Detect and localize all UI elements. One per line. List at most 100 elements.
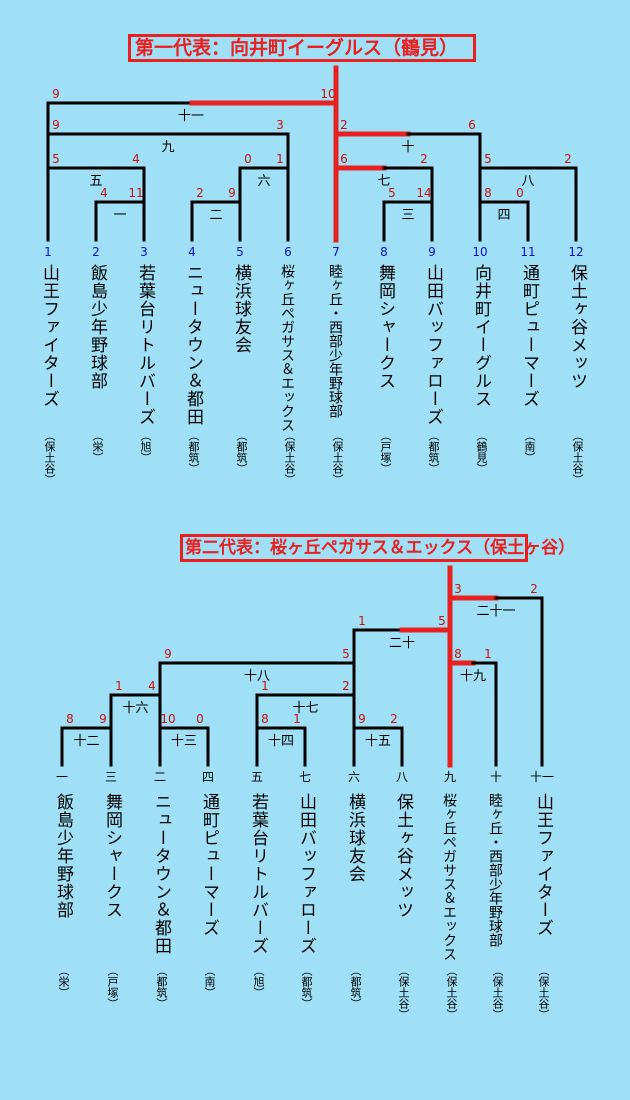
section1-match-6-label: 七	[377, 174, 390, 189]
section2-match-8-label: 二十	[389, 636, 415, 651]
section2-team-6-name: 横浜球友会	[345, 793, 365, 883]
section1-match-2-right-score: 14	[416, 186, 431, 200]
section1-match-3-left-score: 8	[484, 186, 492, 200]
section1-match-5-left-score: 0	[244, 152, 252, 166]
section2-team-7-area: （保土谷）	[397, 965, 410, 1020]
section1-team-10-name: 通町ピューマーズ	[519, 264, 539, 408]
section2-match-8-left-score: 1	[358, 614, 366, 628]
section1-team-0-name: 山王ファイターズ	[39, 264, 59, 408]
section1-match-4-left-score: 5	[52, 152, 60, 166]
section1-match-1-left-score: 2	[196, 186, 204, 200]
section2-team-1-name: 舞岡シャークス	[102, 793, 122, 919]
section1-team-10-number: 11	[520, 245, 535, 259]
section2-match-7-left-score: 8	[454, 647, 462, 661]
section1-team-9-area: （鶴見）	[475, 430, 488, 474]
section2-match-0-right-score: 9	[99, 712, 107, 726]
section1-team-8-area: （都筑）	[427, 430, 440, 474]
section2-match-0-label: 十二	[73, 734, 99, 749]
section2-match-2-label: 十四	[268, 734, 294, 749]
section2-match-0-left-score: 8	[66, 712, 74, 726]
section1-match-7-left-score: 5	[484, 152, 492, 166]
section2-team-7-number: 八	[396, 770, 408, 784]
section1-match-2-left-score: 5	[388, 186, 396, 200]
section1-team-6-name: 睦ヶ丘・西部少年野球部	[327, 264, 343, 418]
section1-match-4-right-score: 4	[132, 152, 140, 166]
section2-team-9-number: 十	[490, 770, 502, 784]
section2-team-7-name: 保土ヶ谷メッツ	[393, 793, 413, 919]
section1-match-3-label: 四	[497, 208, 510, 223]
section1-match-2-label: 三	[401, 208, 414, 223]
section2-match-9-label: 二十一	[476, 604, 515, 619]
section1-team-5-number: 6	[284, 245, 292, 259]
section1-match-0-right-score: 11	[128, 186, 143, 200]
section1-team-8-number: 9	[428, 245, 436, 259]
section2-match-9-right-score: 2	[530, 582, 538, 596]
section2-match-6-left-score: 9	[164, 647, 172, 661]
section1-match-0-left-score: 4	[100, 186, 108, 200]
section2-team-8-number: 九	[444, 770, 456, 784]
section1-match-8-label: 九	[161, 140, 174, 155]
section1-match-5-label: 六	[257, 174, 270, 189]
section2-match-5-left-score: 1	[261, 679, 269, 693]
section2-team-9-area: （保土谷）	[491, 965, 504, 1020]
section2-team-3-number: 四	[202, 770, 214, 784]
section1-match-6-right-score: 2	[420, 152, 428, 166]
section2-match-5-right-score: 2	[342, 679, 350, 693]
section2-team-2-area: （都筑）	[155, 965, 168, 1009]
section2-match-8-right-score: 5	[438, 614, 446, 628]
section1-team-0-number: 1	[44, 245, 52, 259]
section2-team-2-number: 二	[154, 770, 166, 784]
section2-match-1-left-score: 10	[160, 712, 175, 726]
section2-match-4-right-score: 4	[148, 679, 156, 693]
section1-team-9-number: 10	[472, 245, 487, 259]
section2-team-3-name: 通町ピューマーズ	[199, 793, 219, 937]
section1-team-1-name: 飯島少年野球部	[87, 264, 107, 390]
section2-match-1-label: 十三	[171, 734, 197, 749]
section1-match-7-label: 八	[521, 174, 534, 189]
section1-title: 第一代表：向井町イーグルス（鶴見）	[128, 34, 476, 62]
section2-team-4-name: 若葉台リトルバーズ	[248, 793, 268, 955]
section2-team-1-area: （戸塚）	[106, 965, 119, 1009]
section1-match-8-right-score: 3	[276, 118, 284, 132]
section2-team-0-name: 飯島少年野球部	[53, 793, 73, 919]
section1-match-6-left-score: 6	[340, 152, 348, 166]
section2-team-6-number: 六	[348, 770, 360, 784]
section2-match-1-right-score: 0	[196, 712, 204, 726]
section1-team-2-area: （旭）	[139, 430, 152, 463]
section1-match-9-right-score: 6	[468, 118, 476, 132]
section2-match-3-right-score: 2	[390, 712, 398, 726]
section2-match-6-right-score: 5	[342, 647, 350, 661]
section2-team-4-number: 五	[251, 770, 263, 784]
section2-team-2-name: ニュータウン＆都田	[151, 793, 171, 955]
section1-team-6-area: （保土谷）	[331, 430, 344, 485]
section2-match-3-left-score: 9	[358, 712, 366, 726]
section2-team-10-name: 山王ファイターズ	[533, 793, 553, 937]
section1-match-10-label: 十一	[178, 109, 204, 124]
section2-team-5-name: 山田バッファローズ	[296, 793, 316, 955]
section2-match-2-right-score: 1	[293, 712, 301, 726]
section1-match-3-right-score: 0	[516, 186, 524, 200]
section1-team-2-name: 若葉台リトルバーズ	[135, 264, 155, 426]
section2-match-4-left-score: 1	[115, 679, 123, 693]
section2-title: 第二代表：桜ヶ丘ペガサス＆エックス（保土ヶ谷）	[180, 534, 575, 562]
section1-team-4-area: （都筑）	[235, 430, 248, 474]
section1-team-7-name: 舞岡シャークス	[375, 264, 395, 390]
section1-match-10-right-score: 10	[320, 87, 335, 101]
section1-team-6-number: 7	[332, 245, 340, 259]
section1-team-3-name: ニュータウン＆都田	[183, 264, 203, 426]
section2-team-5-area: （都筑）	[300, 965, 313, 1009]
section2-team-3-area: （南）	[203, 965, 216, 998]
section2-team-4-area: （旭）	[252, 965, 265, 998]
section2-team-10-number: 十一	[530, 770, 554, 784]
section1-match-5-right-score: 1	[276, 152, 284, 166]
section1-match-9-label: 十	[401, 140, 414, 155]
section1-team-1-number: 2	[92, 245, 100, 259]
section1-match-0-label: 一	[113, 208, 126, 223]
section1-team-11-number: 12	[568, 245, 583, 259]
section1-match-8-left-score: 9	[52, 118, 60, 132]
section1-team-11-name: 保土ヶ谷メッツ	[567, 264, 587, 390]
section1-team-8-name: 山田バッファローズ	[423, 264, 443, 426]
section2-match-4-label: 十六	[122, 701, 148, 716]
section1-match-10-left-score: 9	[52, 87, 60, 101]
